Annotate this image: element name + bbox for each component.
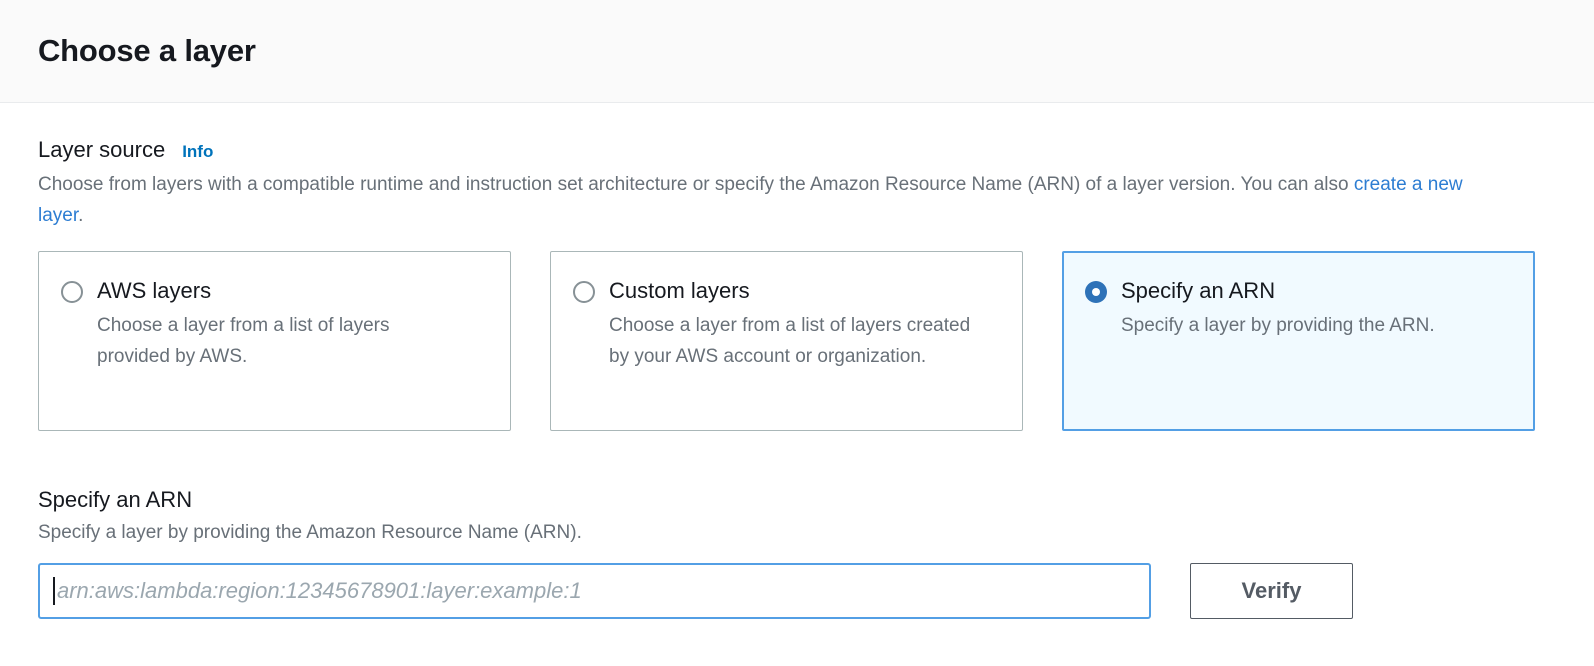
radio-card-text: AWS layers Choose a layer from a list of…	[97, 277, 467, 430]
radio-card-description: Choose a layer from a list of layers cre…	[609, 315, 971, 367]
radio-card-description: Specify a layer by providing the ARN.	[1121, 315, 1435, 336]
radio-icon-aws-layers[interactable]	[61, 281, 83, 303]
radio-card-aws-layers[interactable]: AWS layers Choose a layer from a list of…	[38, 251, 511, 431]
modal-body: Layer source Info Choose from layers wit…	[0, 103, 1594, 619]
radio-card-specify-an-arn[interactable]: Specify an ARN Specify a layer by provid…	[1062, 251, 1535, 431]
modal-header: Choose a layer	[0, 0, 1594, 103]
radio-dot-icon	[1092, 288, 1100, 296]
layer-source-description-text: Choose from layers with a compatible run…	[38, 174, 1354, 195]
arn-section-heading: Specify an ARN	[38, 487, 193, 512]
info-link[interactable]: Info	[182, 142, 214, 161]
layer-source-description-period: .	[78, 205, 84, 226]
arn-input[interactable]: arn:aws:lambda:region:12345678901:layer:…	[38, 563, 1151, 619]
layer-source-label-row: Layer source Info	[38, 137, 1556, 163]
radio-card-text: Specify an ARN Specify a layer by provid…	[1121, 277, 1435, 429]
layer-source-options: AWS layers Choose a layer from a list of…	[38, 251, 1556, 431]
radio-card-custom-layers[interactable]: Custom layers Choose a layer from a list…	[550, 251, 1023, 431]
arn-section: Specify an ARN Specify a layer by provid…	[38, 487, 1556, 619]
radio-card-text: Custom layers Choose a layer from a list…	[609, 277, 979, 430]
radio-card-title: AWS layers	[97, 278, 212, 303]
layer-source-description: Choose from layers with a compatible run…	[38, 169, 1478, 231]
page-title: Choose a layer	[38, 33, 256, 68]
radio-icon-custom-layers[interactable]	[573, 281, 595, 303]
arn-input-row: arn:aws:lambda:region:12345678901:layer:…	[38, 563, 1556, 619]
radio-card-title: Custom layers	[609, 278, 750, 303]
radio-card-title: Specify an ARN	[1121, 278, 1276, 303]
radio-icon-specify-an-arn[interactable]	[1085, 281, 1107, 303]
arn-section-description: Specify a layer by providing the Amazon …	[38, 522, 582, 543]
text-caret-icon	[53, 577, 55, 605]
radio-card-description: Choose a layer from a list of layers pro…	[97, 315, 390, 367]
layer-source-label: Layer source	[38, 137, 166, 162]
arn-input-placeholder: arn:aws:lambda:region:12345678901:layer:…	[57, 578, 582, 603]
create-a-new-layer-link[interactable]: create a new layer	[38, 174, 1463, 226]
verify-button[interactable]: Verify	[1190, 563, 1353, 619]
